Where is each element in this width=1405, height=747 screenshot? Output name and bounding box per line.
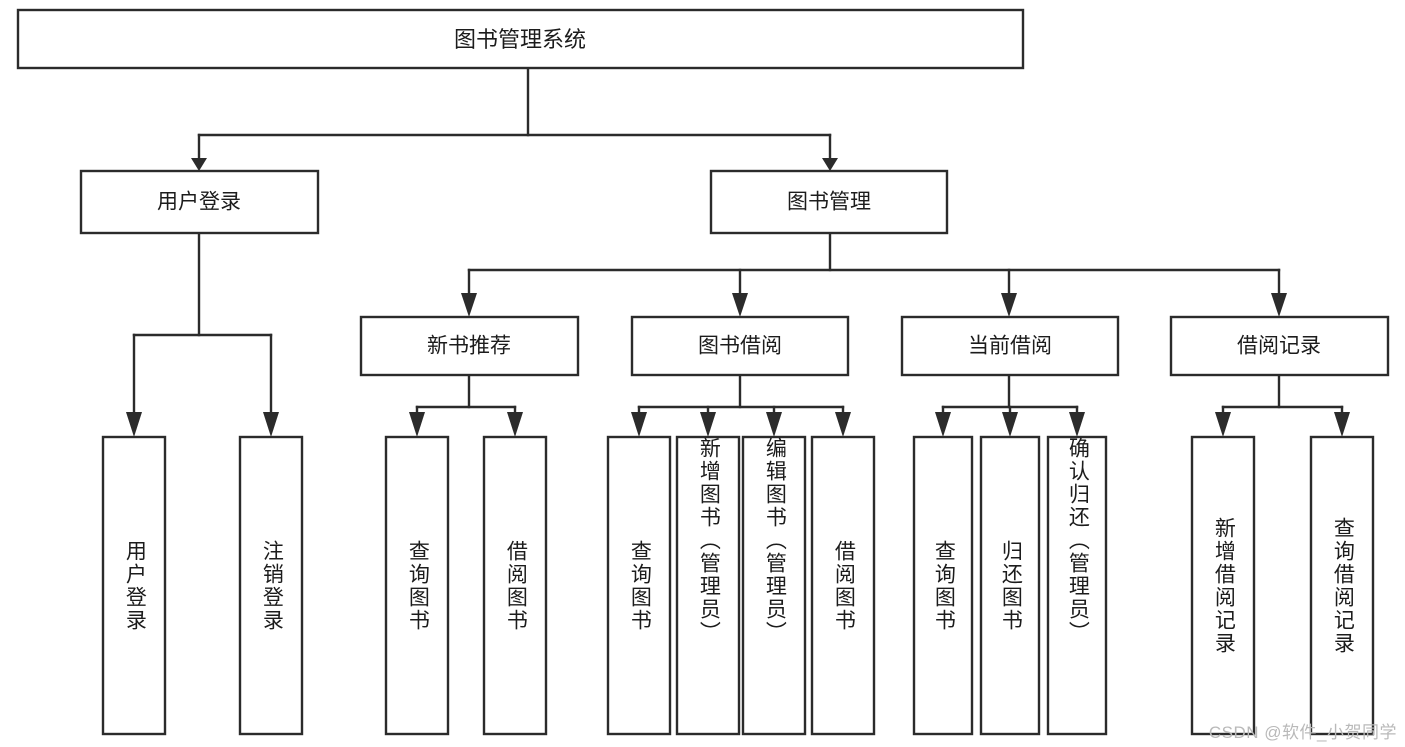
node-current-borrow[interactable]: 当前借阅	[900, 315, 1120, 377]
arrow-head-book-manage	[822, 158, 838, 171]
arrow-head-leaf-add-borrow-record	[1215, 412, 1231, 437]
node-user-login-label: 用户登录	[157, 191, 241, 214]
arrow-head-borrow-record	[1271, 293, 1287, 317]
arrow-head-leaf-confirm-return	[1069, 412, 1085, 437]
node-current-borrow-box[interactable]	[900, 315, 1120, 377]
node-book-manage-label: 图书管理	[787, 191, 871, 214]
leaf-box-query-book-recommend[interactable]	[384, 435, 450, 736]
arrow-head-user-login	[191, 158, 207, 171]
arrow-head-leaf-query-book-recommend	[409, 412, 425, 437]
arrow-head-leaf-add-book	[700, 412, 716, 437]
arrow-head-leaf-borrow-book	[835, 412, 851, 437]
leaf-box-query-book-borrow[interactable]	[606, 435, 672, 736]
arrow-head-leaf-user-login	[126, 412, 142, 437]
node-root[interactable]: 图书管理系统	[16, 8, 1025, 70]
arrow-head-leaf-query-book-borrow	[631, 412, 647, 437]
leaf-box-query-borrow-record[interactable]	[1309, 435, 1375, 736]
node-root-label: 图书管理系统	[454, 27, 586, 52]
arrow-head-leaf-user-logout	[263, 412, 279, 437]
leaf-box-query-book-current[interactable]	[912, 435, 974, 736]
arrow-head-leaf-edit-book	[766, 412, 782, 437]
node-current-borrow-label: 当前借阅	[968, 335, 1052, 358]
node-book-manage[interactable]: 图书管理	[709, 169, 949, 235]
node-borrow-record-box[interactable]	[1169, 315, 1390, 377]
arrow-head-current-borrow	[1001, 293, 1017, 317]
leaf-box-user-logout[interactable]	[238, 435, 304, 736]
leaf-box-add-book[interactable]	[675, 435, 741, 736]
arrow-head-leaf-query-book-current	[935, 412, 951, 437]
node-book-borrow[interactable]: 图书借阅	[630, 315, 850, 377]
node-borrow-record-label: 借阅记录	[1237, 335, 1321, 358]
arrow-head-leaf-borrow-book-recommend	[507, 412, 523, 437]
leaf-box-return-book[interactable]	[979, 435, 1041, 736]
leaf-box-borrow-book-recommend[interactable]	[482, 435, 548, 736]
leaf-box-add-borrow-record[interactable]	[1190, 435, 1256, 736]
node-user-login[interactable]: 用户登录	[79, 169, 320, 235]
node-book-borrow-box[interactable]	[630, 315, 850, 377]
leaf-box-confirm-return[interactable]	[1046, 435, 1108, 736]
leaf-box-edit-book[interactable]	[741, 435, 807, 736]
leaf-box-borrow-book[interactable]	[810, 435, 876, 736]
node-book-manage-box[interactable]	[709, 169, 949, 235]
node-book-borrow-label: 图书借阅	[698, 335, 782, 358]
csdn-watermark: CSDN @软件_小贺同学	[1208, 723, 1397, 742]
arrow-head-new-book-recommend	[461, 293, 477, 317]
node-new-book-recommend-box[interactable]	[359, 315, 580, 377]
leaf-box-user-login[interactable]	[101, 435, 167, 736]
node-new-book-recommend[interactable]: 新书推荐	[359, 315, 580, 377]
arrow-head-leaf-query-borrow-record	[1334, 412, 1350, 437]
connector-group	[126, 66, 1350, 437]
node-borrow-record[interactable]: 借阅记录	[1169, 315, 1390, 377]
arrow-head-book-borrow	[732, 293, 748, 317]
arrow-head-leaf-return-book	[1002, 412, 1018, 437]
node-root-box[interactable]	[16, 8, 1025, 70]
leaf-box-group	[101, 435, 1375, 736]
node-user-login-box[interactable]	[79, 169, 320, 235]
node-new-book-recommend-label: 新书推荐	[427, 335, 511, 358]
